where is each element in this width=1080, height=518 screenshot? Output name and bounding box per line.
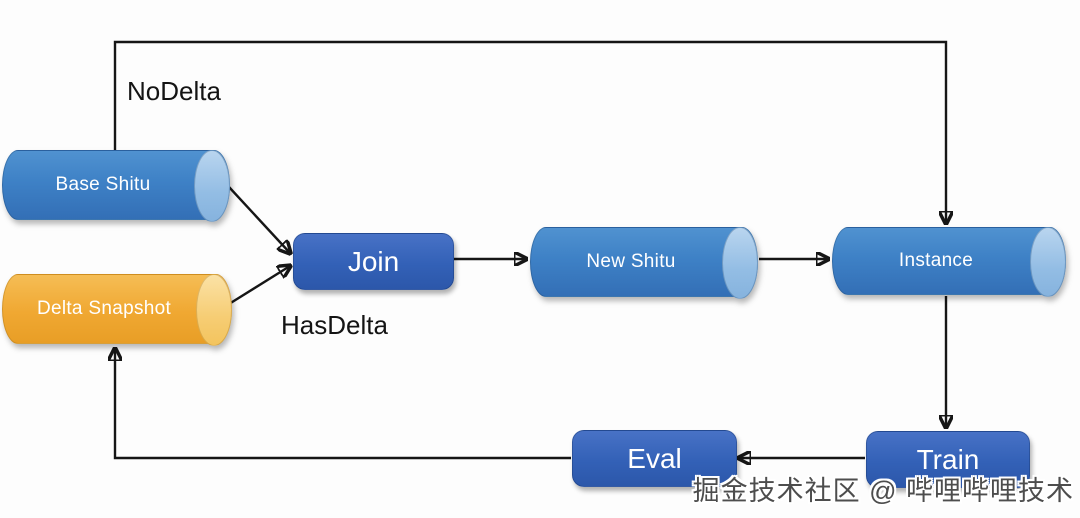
node-delta-snapshot: Delta Snapshot [2, 274, 232, 346]
cylinder-cap [196, 274, 232, 346]
edge-label-nodelta: NoDelta [127, 76, 221, 106]
node-new-shitu-label: New Shitu [586, 251, 676, 272]
node-new-shitu: New Shitu [530, 227, 758, 299]
edge-eval-to-delta [115, 349, 571, 460]
node-delta-snapshot-label: Delta Snapshot [36, 298, 172, 319]
node-join-label: Join [347, 245, 400, 277]
edge-delta-to-join [228, 266, 290, 306]
cylinder-cap [722, 227, 758, 299]
node-base-shitu: Base Shitu [2, 150, 230, 222]
edge-nodelta-base-to-instance [113, 40, 946, 223]
edge-base-to-join [228, 186, 290, 253]
node-train: Train [866, 431, 1030, 488]
edge-label-hasdelta: HasDelta [281, 310, 388, 340]
cylinder-body [2, 150, 230, 220]
node-base-shitu-label: Base Shitu [55, 174, 151, 195]
node-instance: Instance [832, 227, 1066, 297]
watermark-text: 掘金技术社区 @ 哔哩哔哩技术 [692, 476, 1074, 506]
node-train-label: Train [916, 443, 980, 475]
node-instance-label: Instance [898, 250, 974, 271]
node-eval-label: Eval [627, 442, 682, 474]
cylinder-cap [1030, 227, 1066, 297]
node-join: Join [293, 233, 454, 290]
cylinder-body [2, 274, 232, 344]
node-eval: Eval [572, 430, 737, 487]
cylinder-body [832, 227, 1066, 295]
cylinder-cap [194, 150, 230, 222]
